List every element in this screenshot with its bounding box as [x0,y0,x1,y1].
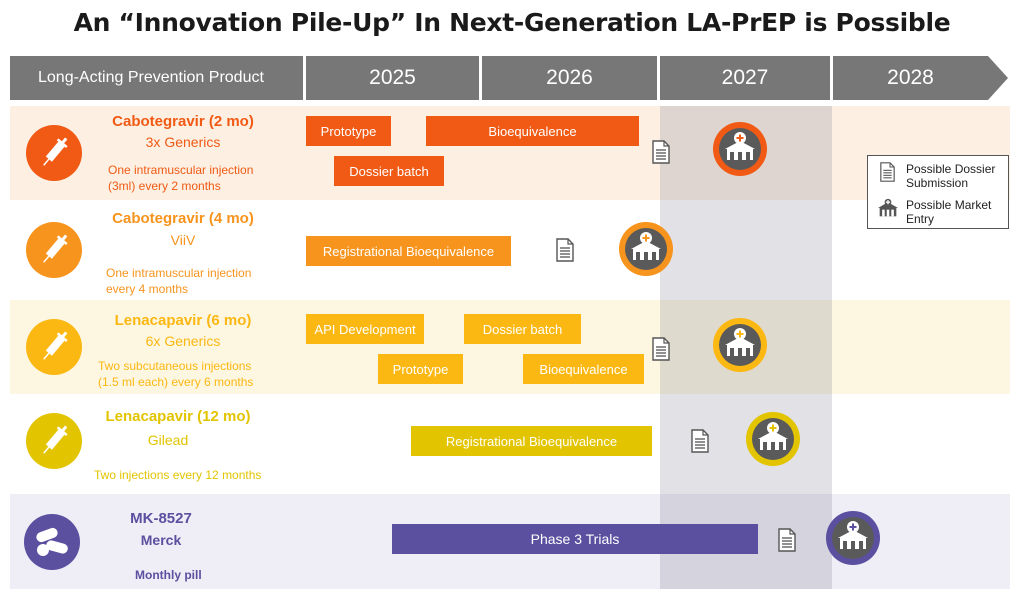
bar-api-development: API Development [306,314,424,344]
dossier-submission-icon [778,528,796,552]
product-description: Two injections every 12 months [94,468,262,482]
product-maker: Gilead [147,432,189,448]
syringe-icon [26,222,82,278]
bar-phase-3-trials: Phase 3 Trials [392,524,758,554]
dossier-submission-icon [652,140,670,164]
legend-market-label: Possible Market Entry [906,198,992,226]
syringe-icon [26,319,82,375]
bar-prototype: Prototype [306,116,391,146]
header-year-2025: 2025 [306,56,479,100]
header-year-2028: 2028 [833,56,988,100]
timeline-arrow-tip [988,56,1008,100]
legend: Possible Dossier Submission Possible Mar… [867,155,1009,229]
product-maker: Merck [140,532,182,548]
market-entry-icon [746,412,800,466]
market-entry-icon [826,511,880,565]
header-year-2027: 2027 [660,56,830,100]
bar-dossier-batch: Dossier batch [334,156,444,186]
product-description: One intramuscular injection every 4 mont… [106,266,252,296]
dossier-submission-icon [691,429,709,453]
syringe-icon [26,413,82,469]
product-description: Two subcutaneous injections (1.5 ml each… [98,359,254,389]
product-description: One intramuscular injection (3ml) every … [108,163,254,193]
product-description: Monthly pill [135,568,202,582]
pill-icon [24,514,80,570]
header-year-2026: 2026 [482,56,657,100]
bar-registrational-bioequivalence: Registrational Bioequivalence [411,426,652,456]
bar-bioequivalence: Bioequivalence [523,354,644,384]
product-name: Lenacapavir (12 mo) [105,408,251,425]
syringe-icon [26,125,82,181]
product-name: Lenacapavir (6 mo) [114,312,252,329]
bar-prototype: Prototype [378,354,463,384]
dossier-submission-icon [556,238,574,262]
document-icon [880,162,895,182]
bar-dossier-batch: Dossier batch [464,314,581,344]
market-icon [878,198,898,217]
legend-dossier-label: Possible Dossier Submission [906,162,996,190]
product-name: Cabotegravir (4 mo) [112,210,254,227]
header-product-label: Long-Acting Prevention Product [10,56,303,100]
market-entry-icon [713,122,767,176]
product-maker: 3x Generics [145,134,221,150]
page-title: An “Innovation Pile-Up” In Next-Generati… [73,8,951,37]
market-entry-icon [713,318,767,372]
product-maker: 6x Generics [145,333,221,349]
product-maker: ViiV [170,232,196,248]
dossier-submission-icon [652,337,670,361]
bar-bioequivalence: Bioequivalence [426,116,639,146]
product-name: MK-8527 [130,510,192,527]
product-name: Cabotegravir (2 mo) [112,113,254,130]
market-entry-icon [619,222,673,276]
bar-registrational-bioequivalence: Registrational Bioequivalence [306,236,511,266]
